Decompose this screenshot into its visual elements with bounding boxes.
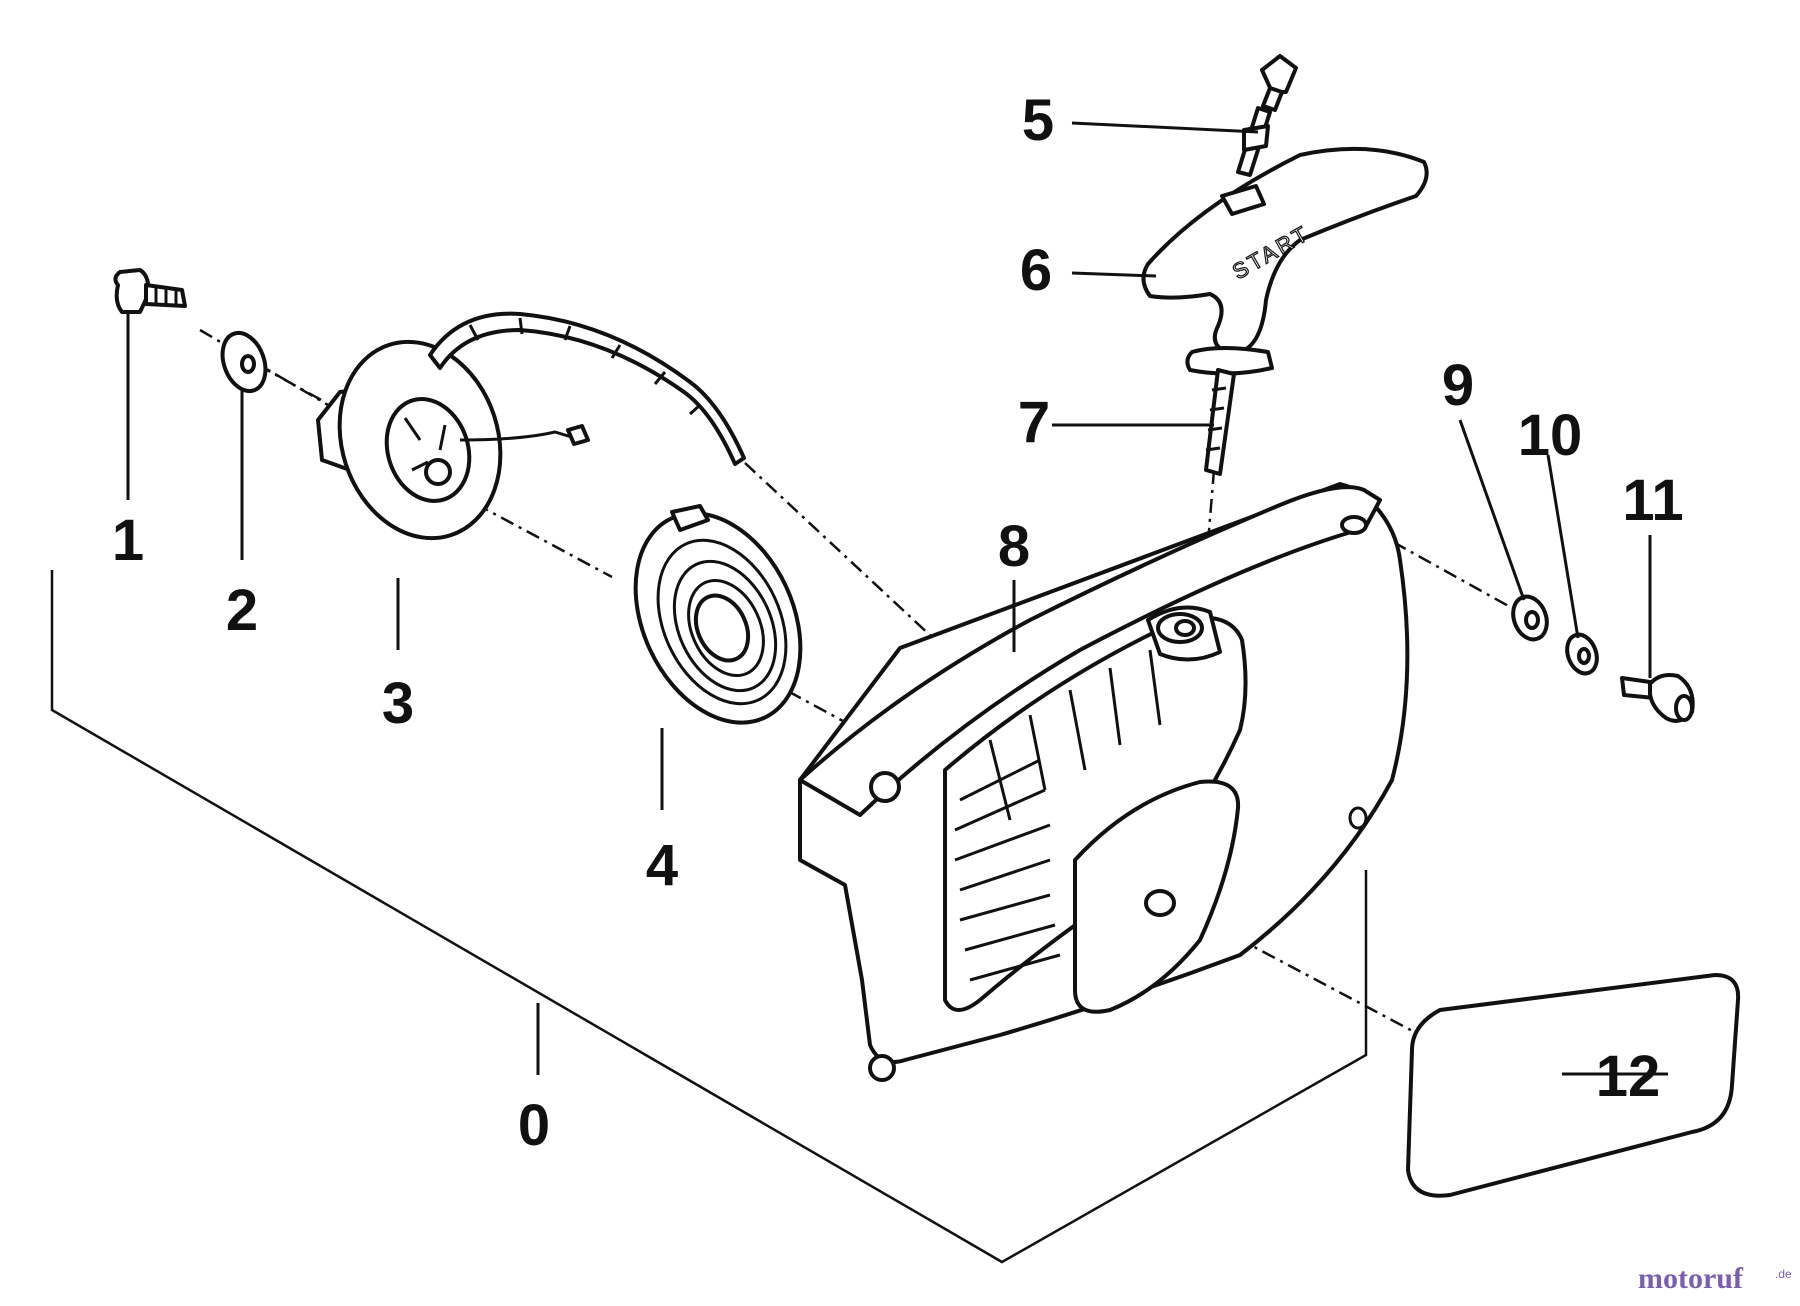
assembly-bracket [50, 570, 1368, 1264]
watermark-text: motoruf [1638, 1262, 1744, 1295]
part-9-washer [1511, 594, 1549, 642]
callout-labels: 1 2 3 4 5 6 7 8 9 10 11 12 0 [112, 88, 1684, 1158]
part-3-pulley [316, 311, 746, 541]
leader-lines [126, 121, 1668, 1076]
callout-12: 12 [1596, 1044, 1661, 1109]
part-2-washer [220, 330, 268, 394]
part-6-start-handle: START [1141, 146, 1429, 376]
watermark-suffix: .de [1775, 1267, 1792, 1281]
part-5-cord-end [1236, 54, 1298, 177]
callout-10: 10 [1518, 403, 1583, 468]
callout-2: 2 [226, 578, 258, 643]
part-7-pull-cord [1204, 368, 1236, 476]
callout-8: 8 [998, 514, 1030, 579]
callout-6: 6 [1020, 238, 1052, 303]
part-12-cover-plate [1406, 973, 1741, 1198]
part-11-screw [1620, 673, 1695, 723]
part-8-starter-housing [798, 482, 1410, 1082]
part-1-screw [113, 268, 187, 314]
callout-1: 1 [112, 508, 144, 573]
callout-5: 5 [1022, 88, 1054, 153]
callout-11: 11 [1622, 468, 1683, 533]
svg-text:motoruf: motoruf [1638, 1262, 1744, 1295]
part-4-recoil-spring [633, 504, 803, 725]
callout-7: 7 [1018, 390, 1050, 455]
callout-3: 3 [382, 671, 414, 736]
watermark-logo: motoruf .de [1638, 1262, 1792, 1295]
callout-4: 4 [646, 833, 678, 898]
callout-9: 9 [1442, 353, 1474, 418]
part-10-spring-washer [1565, 632, 1599, 676]
callout-0: 0 [518, 1093, 550, 1158]
